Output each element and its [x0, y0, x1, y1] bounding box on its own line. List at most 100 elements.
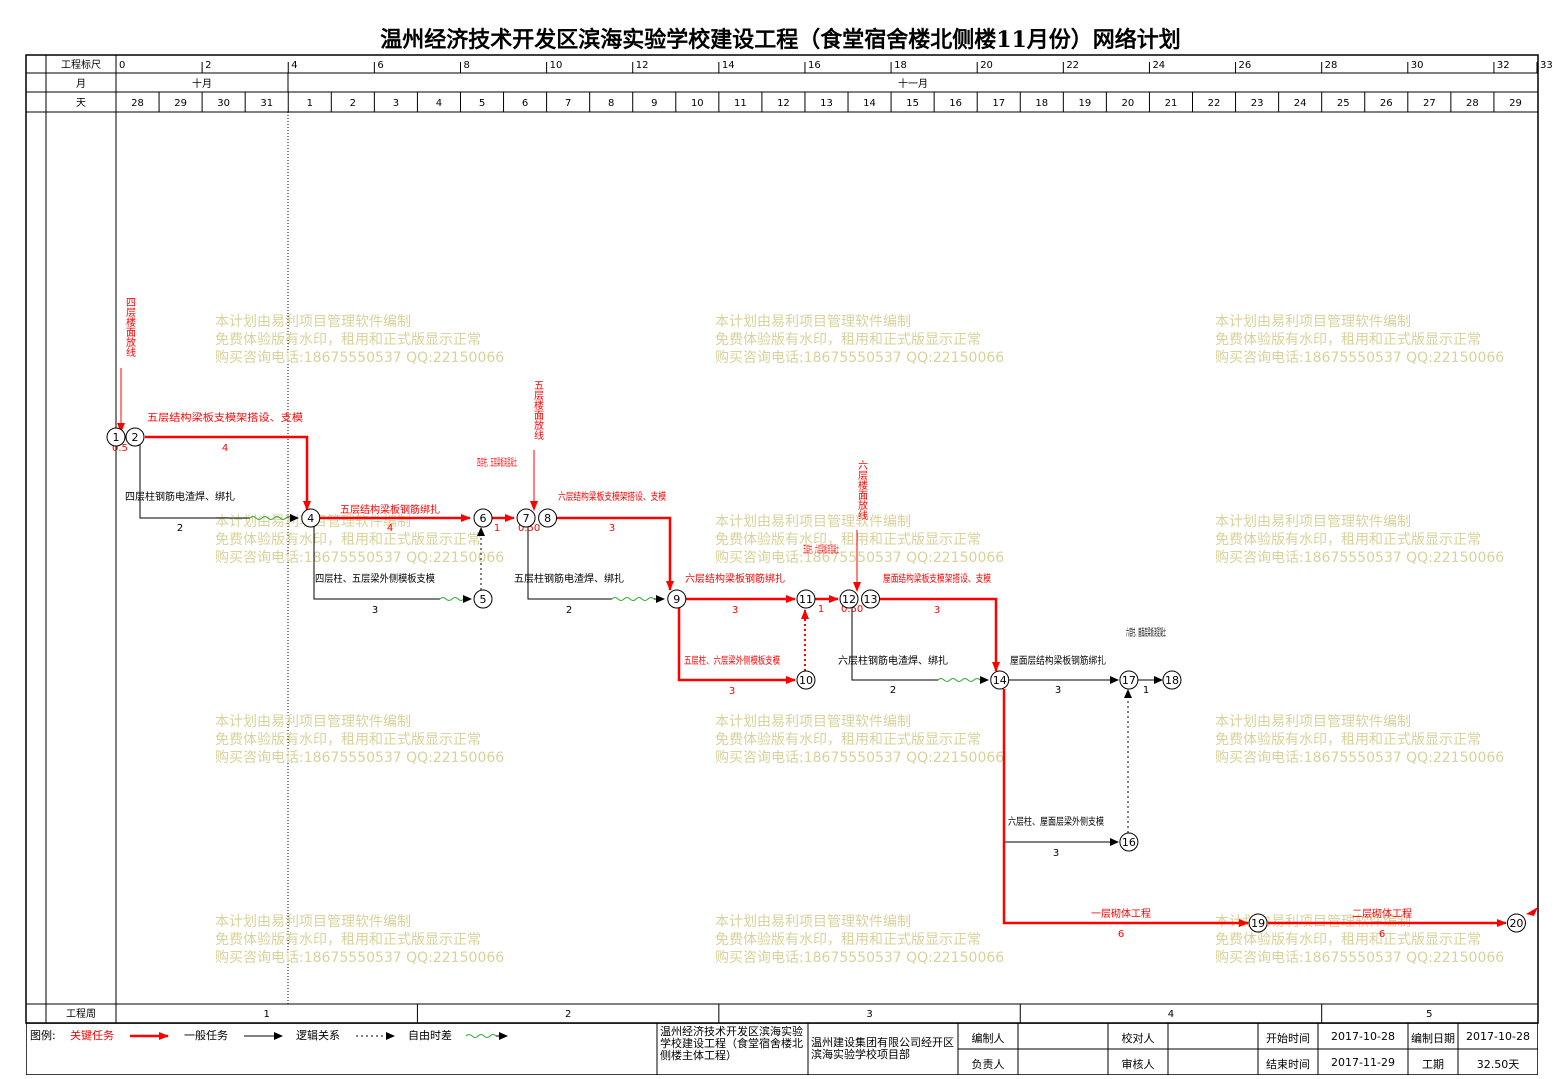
event-node-circle [839, 589, 859, 609]
task-duration: 4 [387, 523, 393, 534]
scale-tick-label: 2 [205, 60, 211, 71]
scale-tick-label: 33 [1540, 60, 1553, 71]
task-duration: 3 [1053, 848, 1059, 859]
watermark-text: 免费体验版有水印，租用和正式版显示正常 [1215, 532, 1481, 548]
milestone-label: 六层楼面放线 [856, 460, 868, 520]
event-node-circle [796, 670, 816, 690]
task-label: 六层柱钢筋电渣焊、绑扎 [838, 654, 948, 667]
event-node-circle [796, 589, 816, 609]
watermark-text: 本计划由易利项目管理软件编制 [215, 714, 411, 730]
start-label: 开始时间 [1266, 1032, 1310, 1045]
scale-tick-label: 32 [1497, 60, 1510, 71]
event-node-circle [125, 427, 145, 447]
event-node-number: 20 [1509, 917, 1523, 930]
watermark-text: 免费体验版有水印，租用和正式版显示正常 [1215, 932, 1481, 948]
day-cell: 13 [820, 98, 833, 109]
watermark-text: 购买咨询电话:18675550537 QQ:22150066 [215, 750, 504, 766]
event-node-circle [1162, 670, 1182, 690]
event-node-number: 12 [842, 593, 856, 606]
watermark-text: 购买咨询电话:18675550537 QQ:22150066 [715, 950, 1004, 966]
event-node-circle [538, 508, 558, 528]
day-cell: 14 [863, 98, 876, 109]
day-cell: 26 [1380, 98, 1393, 109]
start-value: 2017-10-28 [1331, 1030, 1395, 1043]
legend-normal: 一般任务 [184, 1030, 228, 1042]
task-label: 二层砌体工程 [1352, 908, 1412, 920]
event-node-number: 10 [799, 674, 813, 687]
day-cell: 15 [906, 98, 919, 109]
watermark-text: 购买咨询电话:18675550537 QQ:22150066 [1215, 550, 1504, 566]
event-node-number: 1 [113, 431, 120, 444]
month-row: 十月 十一月 [192, 73, 928, 92]
task-duration: 1 [494, 523, 500, 534]
event-node: 4 [301, 508, 321, 528]
task-arrows [117, 368, 1538, 927]
footer-project: 温州经济技术开发区滨海实验学校建设工程（食堂宿舍楼北侧楼主体工程） [660, 1026, 803, 1062]
day-cell: 25 [1337, 98, 1350, 109]
scale-tick-label: 16 [808, 60, 821, 71]
watermark-text: 免费体验版有水印，租用和正式版显示正常 [715, 932, 981, 948]
scale-tick-label: 20 [980, 60, 993, 71]
day-cell: 12 [777, 98, 790, 109]
week-cell: 4 [1168, 1009, 1174, 1020]
event-node: 9 [667, 589, 687, 609]
day-cell: 3 [393, 98, 399, 109]
event-node: 5 [473, 589, 493, 609]
event-node-circle [473, 589, 493, 609]
day-cell: 2 [350, 98, 356, 109]
watermark-text: 免费体验版有水印，租用和正式版显示正常 [715, 732, 981, 748]
event-node-circle [990, 670, 1010, 690]
milestone-duration: 0.50 [518, 523, 540, 534]
day-cell: 29 [174, 98, 187, 109]
watermark-text: 购买咨询电话:18675550537 QQ:22150066 [1215, 950, 1504, 966]
day-cell: 8 [608, 98, 614, 109]
watermark-text: 本计划由易利项目管理软件编制 [715, 914, 911, 930]
event-node: 7 [516, 508, 536, 528]
responsible-label: 负责人 [971, 1058, 1005, 1071]
footer-panel: 图例: 关键任务 一般任务 逻辑关系 自由时差 温州经济技术开发区滨海实验学校建… [26, 1023, 1538, 1075]
watermark-text: 购买咨询电话:18675550537 QQ:22150066 [1215, 750, 1504, 766]
watermark-text: 本计划由易利项目管理软件编制 [1215, 514, 1411, 530]
auditor-label: 审核人 [1121, 1058, 1155, 1071]
day-cell: 1 [307, 98, 313, 109]
task-label: 六层柱、屋面层梁板浇混凝土 [1126, 626, 1166, 639]
scale-tick-label: 24 [1152, 60, 1165, 71]
watermark-text: 本计划由易利项目管理软件编制 [715, 714, 911, 730]
scale-tick-label: 0 [119, 60, 125, 71]
scale-tick-label: 4 [291, 60, 297, 71]
event-node-circle [1506, 913, 1526, 933]
period-label: 工期 [1422, 1058, 1444, 1071]
end-label: 结束时间 [1266, 1058, 1310, 1071]
day-cell: 20 [1122, 98, 1135, 109]
week-cell: 1 [264, 1009, 270, 1020]
task-label: 五层柱、六层梁板浇混凝土 [803, 543, 839, 556]
event-node: 11 [796, 589, 816, 609]
scale-tick-label: 10 [550, 60, 563, 71]
day-cell: 4 [436, 98, 442, 109]
scale-tick-label: 8 [463, 60, 469, 71]
watermark-text: 购买咨询电话:18675550537 QQ:22150066 [715, 750, 1004, 766]
day-cell: 24 [1294, 98, 1307, 109]
day-cell: 9 [651, 98, 657, 109]
watermark-text: 购买咨询电话:18675550537 QQ:22150066 [1215, 350, 1504, 366]
task-duration: 6 [1379, 929, 1385, 940]
week-cell: 5 [1426, 1009, 1432, 1020]
week-cell: 2 [565, 1009, 571, 1020]
scale-tick-label: 22 [1066, 60, 1079, 71]
day-cell: 19 [1078, 98, 1091, 109]
day-cell: 28 [1466, 98, 1479, 109]
event-node-number: 11 [799, 593, 813, 606]
legend-logic: 逻辑关系 [296, 1030, 340, 1042]
checker-label: 校对人 [1121, 1032, 1155, 1045]
event-node-number: 6 [480, 512, 487, 525]
day-cell: 30 [217, 98, 230, 109]
event-node: 6 [473, 508, 493, 528]
event-node-number: 8 [544, 512, 551, 525]
task-label: 五层结构梁板支模架搭设、支模 [147, 411, 303, 424]
date-value: 2017-10-28 [1466, 1030, 1530, 1043]
event-node: 14 [990, 670, 1010, 690]
event-node: 2 [125, 427, 145, 447]
